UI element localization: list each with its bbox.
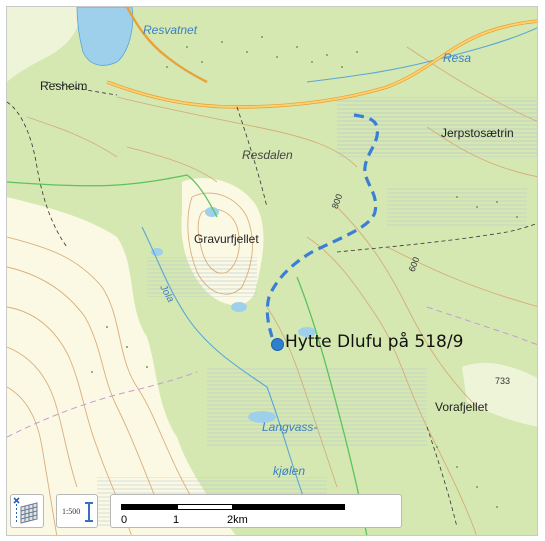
map-canvas[interactable]: Resvatnet Resheim Resa Jerpstosætrin Res…: [6, 6, 538, 536]
scale-segment: [233, 504, 345, 510]
open-land-vorafjellet: [462, 362, 537, 427]
label-vorafjellet: Vorafjellet: [435, 400, 488, 414]
label-jerpstosaetrin: Jerpstosætrin: [441, 126, 514, 140]
coordinate-grid-button[interactable]: [10, 494, 44, 528]
scale-tick-1: 1: [173, 514, 180, 526]
scale-segment: [121, 504, 177, 510]
label-gravurfjellet: Gravurfjellet: [194, 232, 259, 246]
open-land-northwest: [7, 7, 79, 82]
scale-bar: 0 1 2km: [110, 494, 402, 528]
rivers: [141, 27, 537, 508]
label-kjolen: kjølen: [273, 464, 306, 478]
vegetation-dots: [91, 36, 518, 508]
route-path[interactable]: [265, 113, 380, 338]
small-lake: [248, 411, 276, 423]
label-resheim: Resheim: [40, 79, 88, 93]
label-langvass: Langvass-: [262, 420, 318, 434]
label-resdalen: Resdalen: [242, 148, 293, 162]
marsh-area: [207, 367, 427, 447]
hut-marker-label[interactable]: Hytte Dlufu på 518/9: [285, 332, 464, 352]
marsh-area: [387, 187, 527, 227]
hut-marker-icon[interactable]: [271, 338, 284, 351]
scale-segment: [177, 504, 233, 510]
label-resa: Resa: [443, 51, 472, 65]
lake-resvatnet: [76, 7, 134, 66]
contour-lines: [7, 46, 537, 535]
elevation-733: 733: [495, 376, 511, 386]
main-road-inner: [106, 20, 537, 108]
scale-ruler-icon: [85, 502, 93, 522]
marsh-area: [337, 97, 537, 157]
admin-boundary: [7, 306, 537, 438]
small-lake: [231, 302, 247, 312]
map-graphics: [7, 7, 537, 535]
secondary-road: [125, 7, 208, 84]
scale-tick-2: 2km: [227, 514, 248, 526]
grid-coordinate-icon: [13, 497, 38, 524]
scale-tick-0: 0: [121, 514, 128, 526]
open-land-west: [7, 197, 236, 535]
tracks: [7, 81, 537, 528]
scale-toggle-button[interactable]: 1:500: [56, 494, 98, 528]
small-lake: [298, 327, 316, 337]
label-resvatnet: Resvatnet: [143, 23, 198, 37]
scale-text: 1:500: [62, 507, 81, 516]
